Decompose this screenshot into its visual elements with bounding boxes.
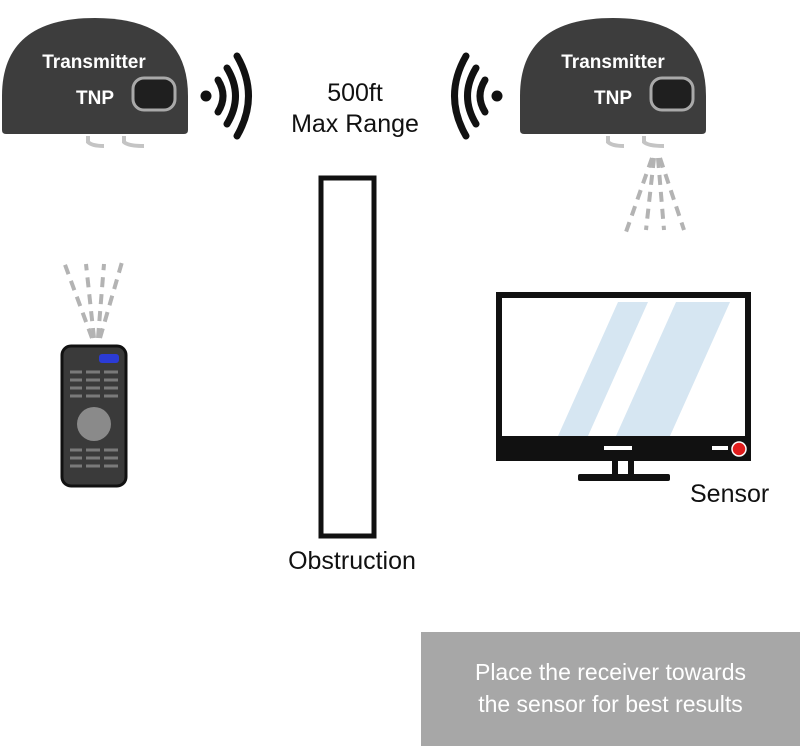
range-caption: Max Range	[291, 110, 419, 138]
signal-dot	[200, 90, 212, 102]
tv-glare	[558, 302, 648, 436]
tv-logo	[604, 446, 632, 450]
ir-beam-remote-icon	[62, 261, 124, 339]
transmitter-left-foot	[86, 136, 105, 148]
transmitter-right-model: TNP	[594, 88, 632, 109]
ir-beam-ray	[96, 263, 106, 339]
ir-beam-ray	[624, 157, 654, 233]
obstruction-label: Obstruction	[288, 547, 416, 575]
obstruction-wall	[318, 175, 377, 539]
signal-arc	[476, 76, 489, 116]
transmitter-right-body	[520, 18, 706, 134]
remote-power-button	[99, 354, 119, 363]
transmitter-right-title: Transmitter	[561, 52, 665, 73]
transmitter-right: Transmitter TNP	[520, 18, 706, 148]
tv-stand-base	[578, 474, 670, 481]
signal-arc	[214, 76, 227, 116]
transmitter-left-title: Transmitter	[42, 52, 146, 73]
remote-button-grid-bottom	[70, 448, 118, 468]
signal-dot	[491, 90, 503, 102]
remote-button-grid-top	[70, 370, 118, 398]
range-value: 500ft	[327, 79, 383, 107]
ir-beam-ray	[98, 261, 124, 339]
transmitter-left-foot	[122, 136, 145, 148]
ir-beam-ray	[62, 261, 94, 339]
signal-waves-right-icon	[451, 52, 503, 140]
tv-indicator	[712, 446, 728, 450]
signal-waves-left-icon	[200, 52, 252, 140]
ir-beam-ray	[656, 157, 666, 231]
transmitter-left: Transmitter TNP	[2, 18, 188, 148]
signal-arc	[233, 52, 252, 140]
tv-glare	[616, 302, 730, 436]
ir-sensor-dot	[731, 441, 747, 457]
sensor-label: Sensor	[690, 480, 770, 508]
remote-control-icon	[60, 344, 128, 488]
remote-dpad	[77, 407, 111, 441]
range-label: 500ft Max Range	[255, 78, 455, 140]
signal-arc	[464, 64, 480, 128]
placement-note-line: the sensor for best results	[478, 691, 743, 717]
signal-arc	[451, 52, 470, 140]
tv-stand-leg	[628, 460, 634, 478]
signal-arc	[223, 64, 239, 128]
tv-stand-leg	[612, 460, 618, 478]
transmitter-right-foot	[606, 136, 625, 148]
ir-beam-ray	[644, 157, 656, 231]
ir-beam-ray	[658, 157, 686, 231]
placement-note-line: Place the receiver towards	[474, 659, 746, 685]
ir-beam-transmitter-icon	[624, 157, 686, 233]
transmitter-right-eye	[649, 76, 695, 112]
transmitter-left-body	[2, 18, 188, 134]
television-icon	[496, 292, 751, 481]
ir-beam-ray	[84, 263, 96, 339]
transmitter-left-eye	[131, 76, 177, 112]
transmitter-left-model: TNP	[76, 88, 114, 109]
placement-note: Place the receiver towards the sensor fo…	[421, 632, 800, 746]
transmitter-right-foot	[642, 136, 665, 148]
